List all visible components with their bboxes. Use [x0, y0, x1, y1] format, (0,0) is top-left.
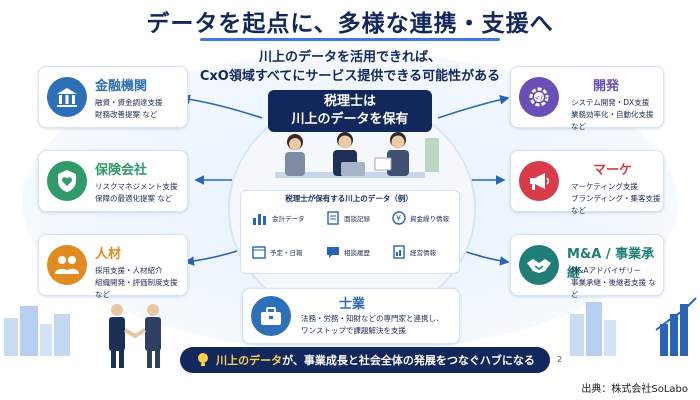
data-item-meeting-notes: 面談記録: [326, 210, 426, 226]
city-skyline-left: [4, 306, 70, 356]
bar-chart-icon: [253, 214, 266, 225]
card-professionals: 士業 法務・労務・知財などの専門家と連携し、 ワンストップで課題解決を支援: [242, 288, 460, 344]
card-description: マーケティング支援 ブランディング・集客支援 など: [571, 181, 663, 217]
data-item-cashflow: ¥ 資金繰り情報: [392, 210, 492, 226]
card-desc-line-2: 事業承継・後継者支援 など: [571, 278, 656, 299]
card-desc-line-1: リスクマネジメント支援: [95, 182, 178, 191]
lightbulb-icon: [198, 353, 209, 366]
card-title: 開発: [593, 79, 620, 94]
card-title: 金融機関: [95, 79, 148, 94]
svg-text:¥: ¥: [396, 214, 401, 223]
subtitle-line-2: CxO領域すべてにサービス提供できる可能性がある: [199, 69, 501, 84]
calendar-icon: [252, 246, 266, 259]
report-icon: [393, 245, 405, 259]
card-desc-line-1: 融資・資金調達支援: [95, 98, 163, 107]
city-skyline-right: [570, 297, 697, 356]
card-title: 人材: [95, 247, 122, 262]
card-title: 保険会社: [95, 163, 148, 178]
data-item-label: 資金繰り情報: [410, 215, 449, 223]
banner-text: が、事業成長と社会全体の発展をつなぐハブになる: [282, 354, 535, 367]
card-desc-line-1: 採用支援・人材紹介: [95, 266, 163, 275]
document-icon: [327, 211, 339, 225]
card-desc-line-2: 財務改善提案 など: [95, 110, 158, 119]
card-description: 法務・労務・知財などの専門家と連携し、 ワンストップで課題解決を支援: [301, 313, 444, 337]
card-description: 採用支援・人材紹介 組織開発・評価制度支援 など: [95, 265, 187, 301]
data-item-schedule: 予定・日報: [252, 244, 352, 260]
data-item-accounting: 会計データ: [252, 210, 352, 226]
card-desc-line-1: システム開発・DX支援: [571, 98, 650, 107]
center-heading-line-2: 川上のデータを保有: [291, 112, 409, 127]
card-desc-line-2: 業務効率化・自動化支援 など: [571, 110, 654, 131]
handshake-icon: [519, 245, 559, 285]
card-insurance: 保険会社 リスクマネジメント支援 保障の最適化提案 など: [38, 150, 188, 212]
data-item-label: 相談履歴: [344, 249, 370, 257]
card-title: 士業: [339, 297, 366, 312]
coin-icon: ¥: [392, 211, 406, 225]
card-description: M&Aアドバイザリー 事業承継・後継者支援 など: [571, 265, 663, 301]
data-item-label: 経営情報: [410, 249, 436, 257]
card-desc-line-2: ワンストップで課題解決を支援: [301, 326, 406, 335]
main-title: データを起点に、多様な連携・支援へ: [146, 11, 554, 37]
card-finance: 金融機関 融資・資金調達支援 財務改善提案 など: [38, 66, 188, 128]
card-description: システム開発・DX支援 業務効率化・自動化支援 など: [571, 97, 663, 133]
title-underline: [200, 38, 500, 41]
data-examples-title: 税理士が保有する川上のデータ（例）: [285, 194, 413, 203]
card-title: マーケ: [593, 163, 633, 178]
data-item-label: 予定・日報: [270, 249, 303, 257]
center-heading-line-1: 税理士は: [323, 94, 376, 109]
banner-highlight: 川上のデータ: [216, 354, 283, 367]
source-credit: 出典：株式会社SoLabo: [581, 384, 688, 395]
card-desc-line-2: 保障の最適化提案 など: [95, 194, 173, 203]
subtitle: 川上のデータを活用できれば、 CxO領域すべてにサービス提供できる可能性がある: [150, 48, 550, 86]
data-examples-box: [240, 190, 460, 274]
briefcase-icon: [251, 296, 291, 336]
bank-icon: [47, 77, 87, 117]
people-icon: [47, 245, 87, 285]
page-number: 2: [557, 355, 563, 364]
center-heading: 税理士は 川上のデータを保有: [268, 90, 432, 132]
card-description: リスクマネジメント支援 保障の最適化提案 など: [95, 181, 178, 205]
chat-bubble-icon: [327, 247, 339, 258]
data-item-management: 経営情報: [392, 244, 492, 260]
gear-code-icon: </>: [519, 77, 559, 117]
data-item-consultation: 相談履歴: [326, 244, 426, 260]
card-development: </> 開発 システム開発・DX支援 業務効率化・自動化支援 など: [510, 66, 664, 131]
card-hr: 人材 採用支援・人材紹介 組織開発・評価制度支援 など: [38, 234, 188, 299]
card-description: 融資・資金調達支援 財務改善提案 など: [95, 97, 163, 121]
card-marketing: マーケ マーケティング支援 ブランディング・集客支援 など: [510, 150, 664, 215]
card-desc-line-1: マーケティング支援: [571, 182, 638, 191]
data-item-label: 面談記録: [344, 215, 370, 223]
tax-accountants-illustration: [275, 132, 439, 178]
data-item-label: 会計データ: [272, 215, 305, 223]
card-desc-line-1: M&Aアドバイザリー: [571, 266, 641, 275]
card-desc-line-1: 法務・労務・知財などの専門家と連携し、: [301, 314, 444, 323]
bottom-banner: 川上のデータ が、事業成長と社会全体の発展をつなぐハブになる: [180, 347, 550, 373]
subtitle-line-1: 川上のデータを活用できれば、: [258, 50, 441, 65]
svg-text:</>: </>: [535, 94, 549, 102]
card-desc-line-2: ブランディング・集客支援 など: [571, 194, 661, 215]
megaphone-icon: [519, 161, 559, 201]
card-ma: M&A / 事業承継 M&Aアドバイザリー 事業承継・後継者支援 など: [510, 234, 664, 299]
shield-heart-icon: [47, 161, 87, 201]
card-title: M&A / 事業承継: [567, 247, 655, 281]
card-desc-line-2: 組織開発・評価制度支援 など: [95, 278, 178, 299]
business-handshake-illustration: [109, 304, 161, 368]
